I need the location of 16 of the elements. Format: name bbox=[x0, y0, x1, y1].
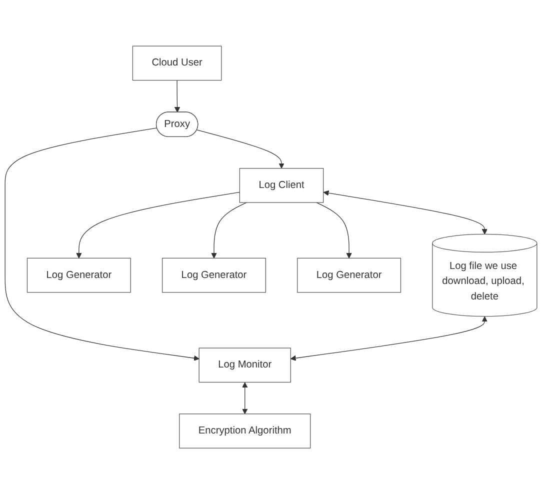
node-box: Log Generator bbox=[162, 258, 266, 294]
arrow bbox=[290, 316, 488, 362]
arrow bbox=[242, 382, 248, 415]
node-box: Cloud User bbox=[132, 46, 222, 81]
node-box: Log Generator bbox=[26, 258, 131, 294]
arrow bbox=[4, 128, 200, 362]
arrow bbox=[323, 190, 488, 235]
arrow bbox=[76, 192, 240, 259]
node-box: Encryption Algorithm bbox=[179, 414, 311, 449]
node-box: Log Monitor bbox=[198, 348, 291, 383]
node-box: Log Generator bbox=[297, 258, 402, 294]
arrow bbox=[211, 202, 247, 259]
node-box: Log Client bbox=[239, 168, 324, 204]
arrow bbox=[196, 130, 284, 169]
arrow bbox=[316, 202, 352, 259]
arrow bbox=[174, 80, 180, 113]
